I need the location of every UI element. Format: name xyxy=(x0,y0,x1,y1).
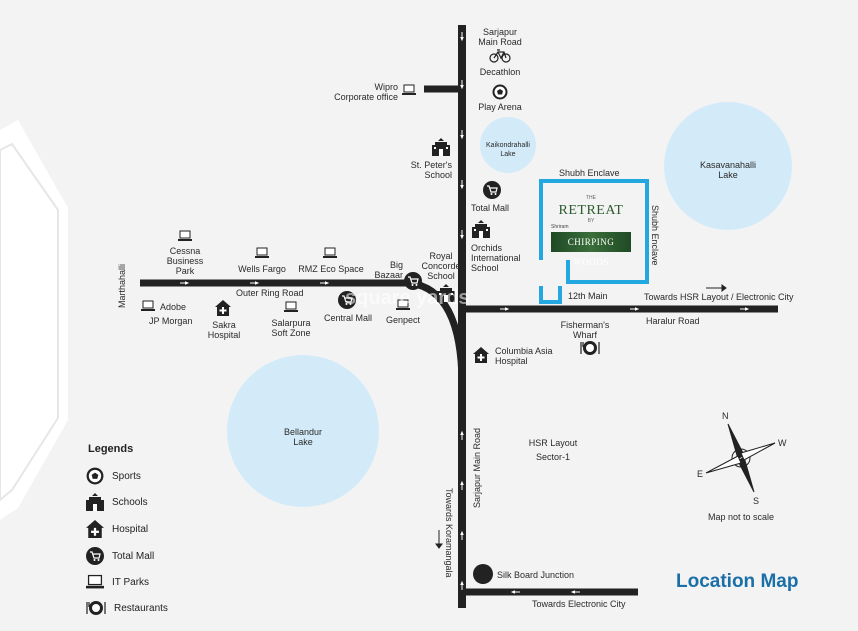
poi-rmz-eco-space: RMZ Eco Space xyxy=(298,264,364,274)
it-park-icon xyxy=(141,300,155,311)
it-park-icon xyxy=(284,301,298,312)
lake-kasavanahalli: Kasavanahalli Lake xyxy=(699,160,757,180)
it-park-icon xyxy=(402,84,416,95)
hospital-icon xyxy=(86,520,104,538)
road-outer-ring: Outer Ring Road xyxy=(236,288,304,298)
hospital-icon xyxy=(473,347,489,363)
legend-label: Sports xyxy=(112,470,141,482)
legend-item-schools: Schools xyxy=(86,493,148,511)
it-park-icon xyxy=(86,574,104,589)
mall-icon xyxy=(404,272,422,290)
compass-west: W xyxy=(778,438,787,448)
poi-decathlon: Decathlon xyxy=(479,67,521,77)
legend-label: Restaurants xyxy=(114,602,168,614)
road-network xyxy=(140,25,778,608)
mall-icon xyxy=(86,547,104,565)
it-park-icon xyxy=(255,247,269,258)
legend-title: Legends xyxy=(88,443,134,455)
poi-adobe: Adobe xyxy=(160,302,187,312)
school-icon xyxy=(472,220,490,238)
it-park-icon xyxy=(323,247,337,258)
sports-icon xyxy=(492,84,508,100)
kaikondrahalli-lake-shape xyxy=(480,117,536,173)
lake-kaikondrahalli: Kaikondrahalli Lake xyxy=(486,142,530,158)
poi-orchids-school: Orchids International School xyxy=(471,243,521,273)
school-icon xyxy=(86,493,104,511)
legend-label: IT Parks xyxy=(112,576,150,588)
poi-wipro: Wipro Corporate office xyxy=(334,82,398,102)
hospital-icon xyxy=(215,300,231,316)
road-towards-koramangala: Towards Koramangala xyxy=(444,488,454,578)
poi-salarpura-soft-zone: Salarpura Soft Zone xyxy=(271,318,311,338)
project-boundary xyxy=(539,179,649,304)
compass-note: Map not to scale xyxy=(707,512,775,522)
poi-wells-fargo: Wells Fargo xyxy=(238,264,286,274)
school-icon xyxy=(432,138,450,156)
mall-icon xyxy=(483,181,501,199)
project-name: RETREAT xyxy=(558,203,624,218)
legend-label: Schools xyxy=(112,496,148,508)
bicycle-icon xyxy=(489,49,511,63)
it-park-icon xyxy=(396,299,410,310)
legend-item-restaurants: Restaurants xyxy=(86,599,168,617)
sports-icon xyxy=(86,467,104,485)
road-towards-electronic-city: Towards Electronic City xyxy=(532,599,626,609)
road-marthahalli: Marthahalli xyxy=(117,263,127,308)
area-hsr-layout: HSR Layout Sector-1 xyxy=(528,438,578,462)
road-shubh-enclave-top: Shubh Enclave xyxy=(559,168,620,178)
poi-silk-board-junction: Silk Board Junction xyxy=(497,570,575,580)
decorative-hexagon xyxy=(0,120,68,520)
legend-label: Hospital xyxy=(112,523,149,535)
poi-st-peters-school: St. Peter's School xyxy=(410,160,452,180)
legend-item-sports: Sports xyxy=(86,467,141,485)
road-haralur: Haralur Road xyxy=(646,316,700,326)
road-sarjapur-main-vertical: Sarjapur Main Road xyxy=(472,427,482,508)
poi-big-bazaar: Big Bazaar xyxy=(374,260,403,280)
compass-east: E xyxy=(697,469,704,479)
project-subtitle: CHIRPING WOODS xyxy=(551,232,631,267)
legend-item-hospital: Hospital xyxy=(86,520,148,538)
outer-ring-road-curve xyxy=(409,279,466,386)
restaurant-icon xyxy=(86,601,106,615)
road-12th-main: 12th Main xyxy=(568,291,608,301)
school-icon xyxy=(437,284,455,302)
poi-royal-concorde-school: Royal Concorde School xyxy=(421,251,461,281)
map-title: Location Map xyxy=(676,571,799,592)
restaurant-icon xyxy=(580,341,600,355)
road-towards-hsr: Towards HSR Layout / Electronic City xyxy=(644,292,794,302)
compass-rose xyxy=(705,423,776,493)
lake-bellandur: Bellandur Lake xyxy=(283,427,323,447)
poi-play-arena: Play Arena xyxy=(478,102,522,112)
poi-sakra-hospital: Sakra Hospital xyxy=(207,320,241,340)
bellandur-lake-shape xyxy=(227,355,379,507)
compass-south: S xyxy=(753,496,760,506)
compass-north: N xyxy=(722,411,729,421)
road-sarjapur-main-top: Sarjapur Main Road xyxy=(478,27,522,47)
legend-item-mall: Total Mall xyxy=(86,547,154,565)
it-park-icon xyxy=(178,230,192,241)
decorative-hexagon-outline xyxy=(0,142,59,502)
watermark: square yards xyxy=(345,287,470,309)
mall-icon xyxy=(338,291,356,309)
poi-genpect: Genpect xyxy=(385,315,421,325)
legend-item-it-parks: IT Parks xyxy=(86,573,149,591)
poi-total-mall: Total Mall xyxy=(471,203,510,213)
poi-jp-morgan: JP Morgan xyxy=(149,316,193,326)
poi-cessna-business-park: Cessna Business Park xyxy=(166,246,204,276)
junction-icon xyxy=(473,564,493,584)
legend-label: Total Mall xyxy=(112,550,155,562)
road-shubh-enclave-side: Shubh Enclave xyxy=(650,205,660,266)
project-logo: THE RETREAT BY Shriram CHIRPING WOODS xyxy=(549,195,633,267)
poi-central-mall: Central Mall xyxy=(323,313,373,323)
poi-columbia-asia-hospital: Columbia Asia Hospital xyxy=(495,346,553,366)
poi-fishermans-wharf: Fisherman's Wharf xyxy=(560,320,610,340)
kasavanahalli-lake-shape xyxy=(664,102,792,230)
